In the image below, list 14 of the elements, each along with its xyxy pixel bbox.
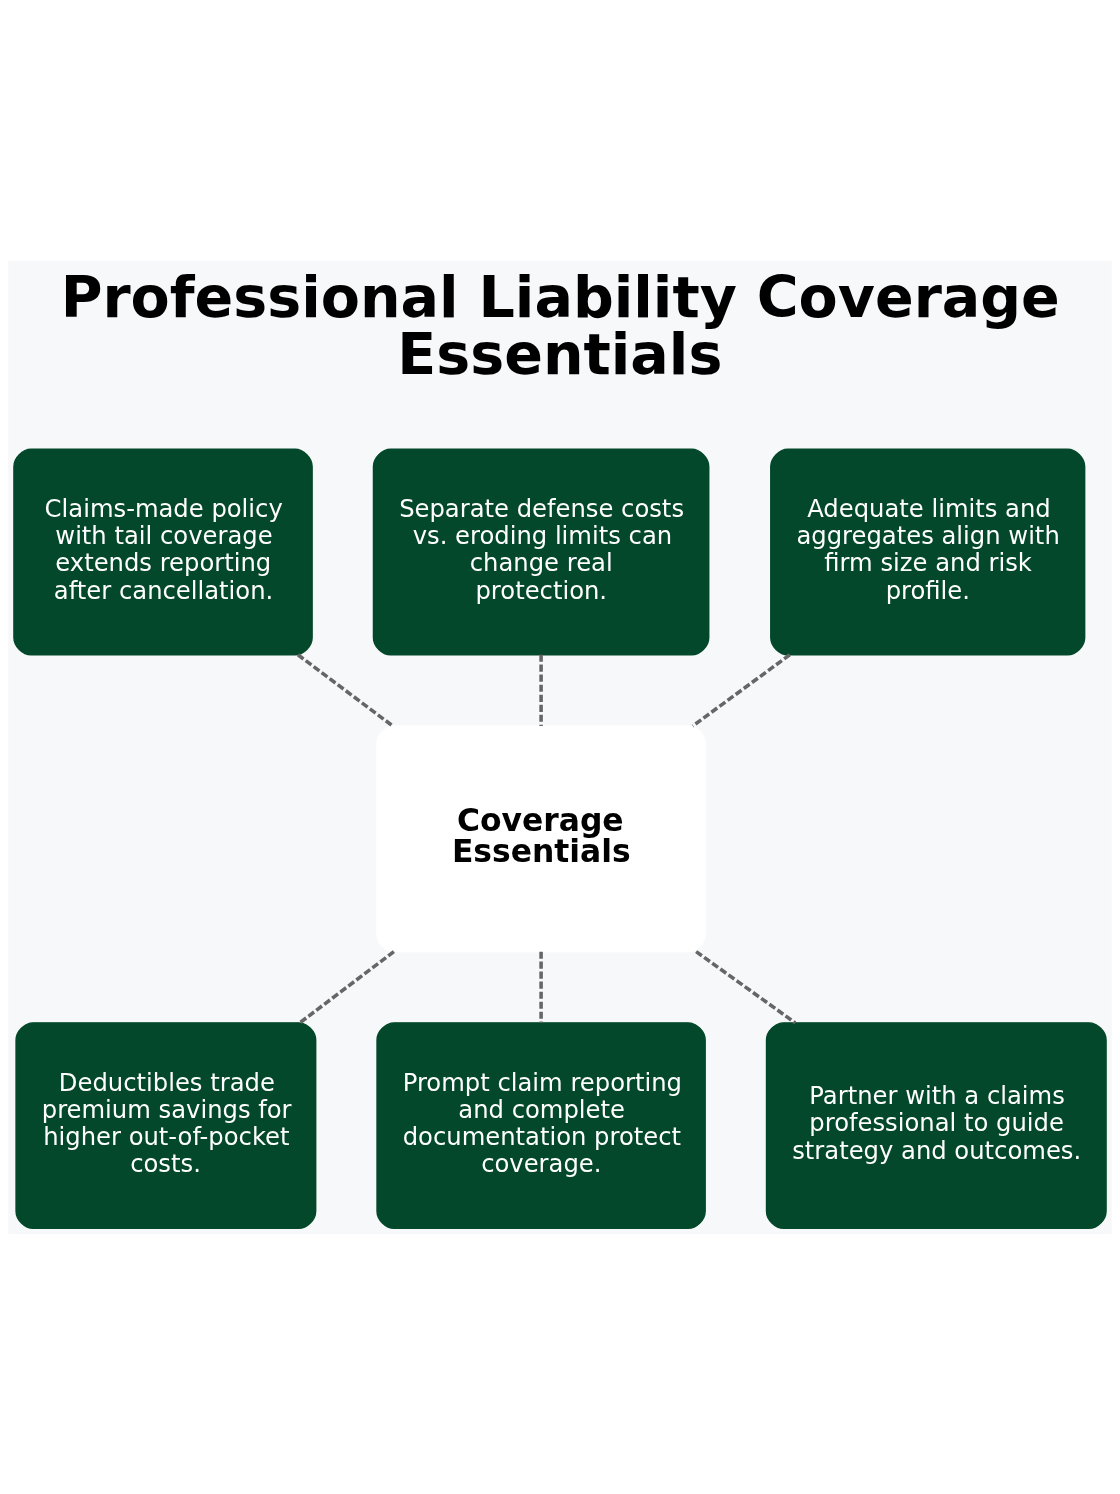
connector (296, 652, 394, 727)
node-box: Deductibles trade premium savings for higher out-of-pocket costs. (15, 1021, 317, 1229)
node-box: Claims-made policy with tail coverage extends reporting after cancellation. (13, 448, 313, 655)
connector (695, 949, 797, 1024)
connector (298, 949, 395, 1024)
connector (691, 652, 791, 727)
node-box: Prompt claim reporting and complete documentation protect coverage. (376, 1021, 706, 1229)
connector (539, 654, 543, 726)
connector (539, 951, 543, 1023)
node-box: Separate defense costs vs. eroding limits can change real protection. (372, 448, 710, 655)
node-box: Coverage Essentials (376, 724, 706, 952)
node-box: Partner with a claims professional to guide strategy and outcomes. (765, 1021, 1107, 1229)
node-box: Adequate limits and aggregates align with firm size and risk profile. (770, 448, 1086, 655)
diagram-title: Professional Liability Coverage Essentials (60, 263, 1060, 387)
